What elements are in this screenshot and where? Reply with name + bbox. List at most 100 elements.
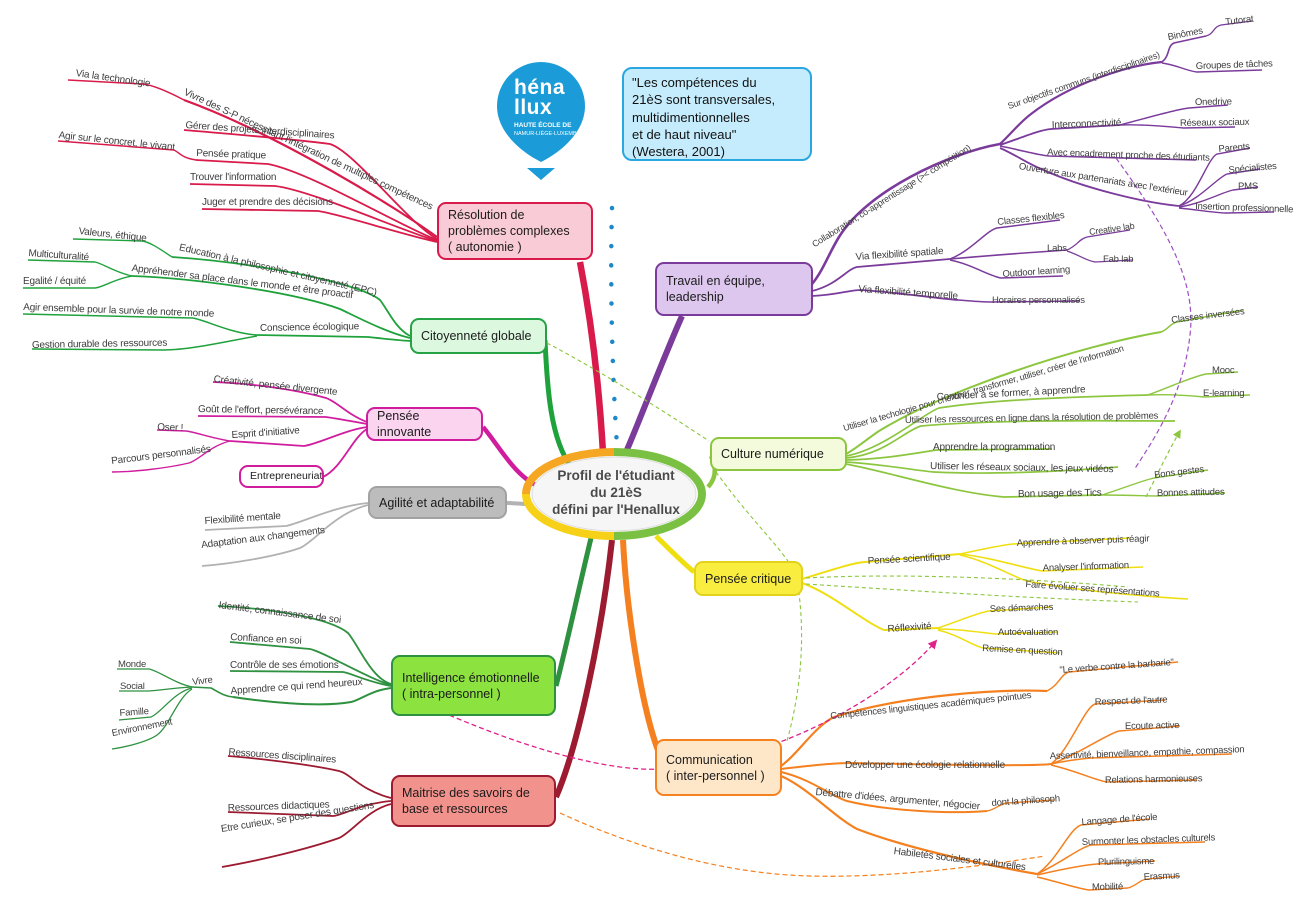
edge-langage: [1036, 818, 1151, 875]
edge-respect: [1050, 699, 1166, 765]
topic-pensee-critique[interactable]: Pensée critique: [694, 561, 803, 596]
edge-flex-mentale: [204, 502, 369, 531]
leaf-conscience[interactable]: Conscience écologique: [259, 321, 360, 334]
leaf-mobilite[interactable]: Mobilité: [1091, 881, 1124, 894]
edge-oser: [156, 429, 231, 442]
leaf-controle[interactable]: Contrôle de ses émotions: [230, 660, 339, 671]
edge-continuer: [845, 394, 1149, 457]
leaf-oser[interactable]: Oser !: [157, 422, 184, 434]
edge-collaboration: [811, 142, 1001, 285]
edge-education: [171, 256, 411, 337]
edge-pms: [1178, 186, 1259, 208]
edge-ress-didac: [227, 800, 392, 817]
edge-plurilinguisme: [1036, 860, 1156, 876]
central-topic[interactable]: Profil de l'étudiant du 21èS défini par …: [552, 468, 680, 517]
edge-classes-flexibles: [949, 219, 1061, 260]
topic-intelligence[interactable]: Intelligence émotionnelle ( intra-person…: [391, 655, 556, 716]
edge-trunk-resolution: [576, 261, 607, 454]
logo-line4: NAMUR-LIÈGE-LUXEMBOURG: [514, 131, 594, 137]
leaf-gout-effort[interactable]: Goût de l'effort, persévérance: [198, 404, 324, 418]
edge-bon-usage: [845, 463, 1103, 498]
leaf-gestion-durable[interactable]: Gestion durable des ressources: [31, 337, 168, 351]
edge-pensee-pratique: [195, 159, 438, 241]
leaf-autoevaluation[interactable]: Autoévaluation: [998, 627, 1059, 638]
edge-assertivite: [1050, 753, 1233, 765]
leaf-reseaux-sociaux[interactable]: Réseaux sociaux: [1179, 116, 1250, 130]
topic-travail[interactable]: Travail en équipe, leadership: [655, 262, 813, 316]
edge-analyser: [959, 553, 1144, 572]
edge-classes-inversees: [1160, 309, 1244, 333]
edge-apprendre-observer: [959, 537, 1131, 555]
edge-autoevaluation: [937, 628, 1059, 635]
edge-multiculturalite: [27, 259, 133, 277]
leaf-famille[interactable]: Famille: [119, 705, 150, 720]
logo-line2: llux: [514, 96, 553, 119]
leaf-trouver-info[interactable]: Trouver l'information: [190, 172, 277, 183]
edge-debattre: [780, 771, 988, 814]
edge-trunk-communication: [620, 539, 662, 755]
edge-bons-gestes: [1101, 469, 1209, 496]
edge-via-technologie: [67, 79, 185, 101]
leaf-juger[interactable]: Juger et prendre des décisions: [202, 197, 333, 208]
edge-trouver: [189, 183, 438, 242]
topic-entrepreneuriat[interactable]: Entrepreneuriat: [239, 465, 324, 488]
edge-tutorat: [1205, 20, 1253, 37]
topic-communication[interactable]: Communication ( inter-personnel ): [655, 739, 782, 796]
quote-box[interactable]: "Les compétences du 21èS sont transversa…: [622, 67, 812, 161]
topic-culture[interactable]: Culture numérique: [710, 437, 847, 471]
topic-resolution[interactable]: Résolution de problèmes complexes ( auto…: [437, 202, 593, 260]
topic-citoyennete[interactable]: Citoyenneté globale: [410, 318, 547, 354]
topic-pensee-innovante[interactable]: Pensée innovante: [366, 407, 483, 441]
leaf-ses-demarches[interactable]: Ses démarches: [989, 601, 1054, 616]
leaf-developper-ecologie[interactable]: Développer une écologie relationnelle: [845, 760, 1005, 771]
edge-dotted-blue: [608, 205, 620, 449]
leaf-bonnes-attitudes[interactable]: Bonnes attitudes: [1156, 486, 1225, 500]
topic-agilite[interactable]: Agilité et adaptabilité: [368, 486, 507, 519]
edge-ecoute: [1050, 725, 1181, 765]
edge-parents: [1178, 147, 1251, 207]
leaf-fab-lab[interactable]: Fab lab: [1103, 254, 1134, 265]
leaf-pms[interactable]: PMS: [1238, 181, 1258, 192]
edge-fab-lab: [1066, 250, 1134, 263]
leaf-relations-harm[interactable]: Relations harmonieuses: [1104, 773, 1203, 787]
leaf-mooc[interactable]: Mooc: [1212, 365, 1235, 376]
edge-apprendre-heureux: [232, 687, 392, 706]
edge-agir-ensemble: [22, 313, 258, 336]
edge-trunk-intelligence: [553, 537, 594, 687]
leaf-bon-usage[interactable]: Bon usage des Tics: [1017, 487, 1102, 500]
logo-line3: HAUTE ÉCOLE DE: [514, 122, 572, 129]
edge-utiliser-ressources: [845, 419, 1176, 459]
edge-groupes: [1161, 62, 1263, 73]
henallux-logo: héna llux HAUTE ÉCOLE DE NAMUR-LIÈGE-LUX…: [490, 60, 600, 185]
leaf-social[interactable]: Social: [120, 681, 145, 692]
edge-trunk-maitrise: [553, 539, 615, 799]
edge-identite: [217, 605, 392, 685]
edge-agir-concret: [57, 140, 197, 161]
leaf-elearning[interactable]: E-learning: [1203, 388, 1245, 399]
edge-conscience: [256, 334, 411, 342]
leaf-ecoute-active[interactable]: Ecoute active: [1124, 720, 1180, 733]
leaf-monde[interactable]: Monde: [118, 659, 147, 670]
edge-gerer: [183, 129, 438, 240]
leaf-apprendre-prog[interactable]: Apprendre la programmation: [933, 442, 1056, 453]
leaf-erasmus[interactable]: Erasmus: [1143, 870, 1181, 884]
edge-creative-lab: [1066, 229, 1131, 251]
generated-edges: [22, 20, 1275, 891]
leaf-egalite[interactable]: Egalité / équité: [23, 276, 86, 287]
leaf-horaires[interactable]: Horaires personnalisés: [992, 295, 1085, 306]
topic-maitrise[interactable]: Maitrise des savoirs de base et ressourc…: [391, 775, 556, 827]
edge-apprehender: [131, 275, 411, 339]
leaf-onedrive[interactable]: Onedrive: [1194, 96, 1232, 109]
center-ring-yellow: [522, 493, 615, 540]
edge-gout: [197, 415, 368, 425]
leaf-plurilinguisme[interactable]: Plurilinguisme: [1097, 856, 1155, 869]
edge-horaires: [957, 299, 1081, 303]
edge-interconnectivite: [999, 124, 1121, 146]
edge-bonnes-attitudes: [1101, 492, 1226, 497]
leaf-labs[interactable]: Labs: [1047, 243, 1067, 254]
logo-balloon-icon: [497, 62, 585, 180]
edge-environnement: [111, 688, 193, 750]
edge-pensee-scientifique: [801, 553, 961, 580]
center-ellipse[interactable]: [522, 448, 707, 540]
edge-onedrive: [1119, 104, 1229, 126]
